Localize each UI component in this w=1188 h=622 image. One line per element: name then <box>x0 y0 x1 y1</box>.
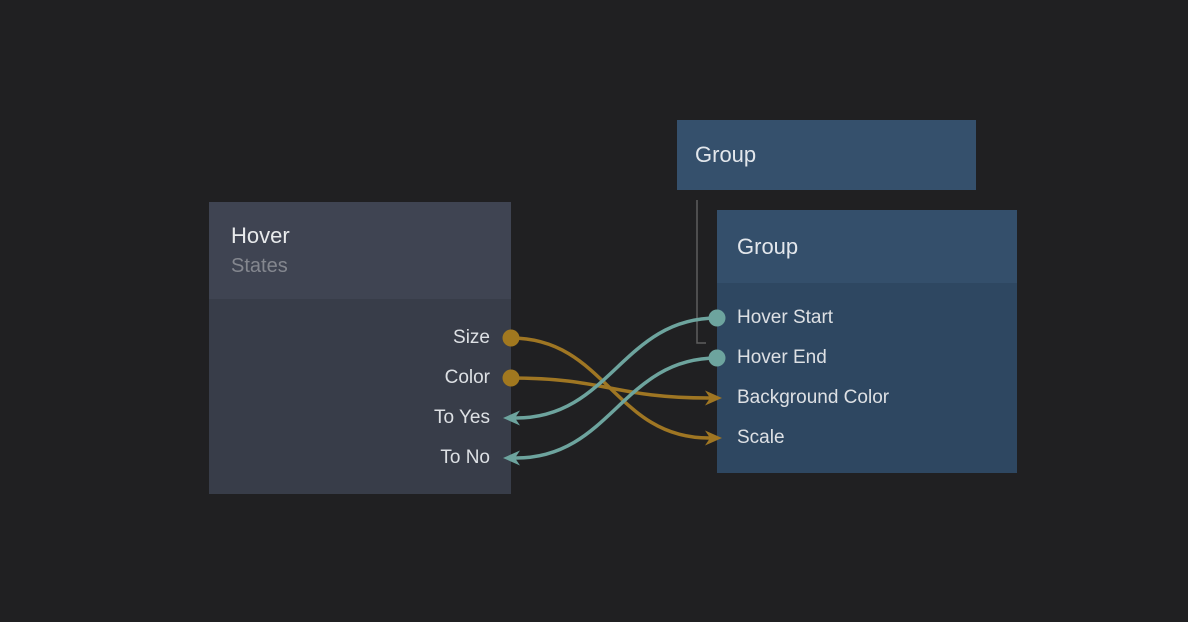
node-group-parent[interactable]: Group <box>677 120 976 190</box>
node-hover-subtitle: States <box>231 255 288 278</box>
node-group-child-title: Group <box>737 233 799 259</box>
node-hover-header[interactable]: Hover States <box>209 202 511 299</box>
wire-hover-start-to-to-yes[interactable] <box>514 316 719 420</box>
port-hover-start-label: Hover Start <box>737 307 834 328</box>
port-size[interactable]: Size <box>209 318 511 358</box>
node-group-child-header[interactable]: Group <box>717 210 1017 283</box>
port-hover-end-label: Hover End <box>737 347 827 368</box>
node-group-child[interactable]: Group Hover Start Hover End Background C… <box>717 210 1017 473</box>
node-group-parent-title: Group <box>695 142 757 167</box>
wire-hover-end-to-to-no[interactable] <box>514 356 719 460</box>
port-scale[interactable]: Scale <box>717 418 1017 458</box>
port-to-no[interactable]: To No <box>209 438 511 478</box>
port-scale-label: Scale <box>737 427 785 448</box>
node-hover-title: Hover <box>231 222 290 248</box>
port-color[interactable]: Color <box>209 358 511 398</box>
parent-child-link <box>696 200 706 344</box>
port-hover-end[interactable]: Hover End <box>717 338 1017 378</box>
port-color-label: Color <box>444 367 490 388</box>
port-to-yes[interactable]: To Yes <box>209 398 511 438</box>
port-background-color[interactable]: Background Color <box>717 378 1017 418</box>
port-to-no-label: To No <box>440 447 490 468</box>
port-hover-start[interactable]: Hover Start <box>717 298 1017 338</box>
wire-color-to-background-color[interactable] <box>509 376 711 400</box>
node-hover-states[interactable]: Hover States Size Color To Yes To No <box>209 202 511 494</box>
port-size-label: Size <box>453 327 490 348</box>
wire-size-to-scale[interactable] <box>509 336 711 440</box>
port-background-color-label: Background Color <box>737 387 890 408</box>
port-to-yes-label: To Yes <box>434 407 490 428</box>
